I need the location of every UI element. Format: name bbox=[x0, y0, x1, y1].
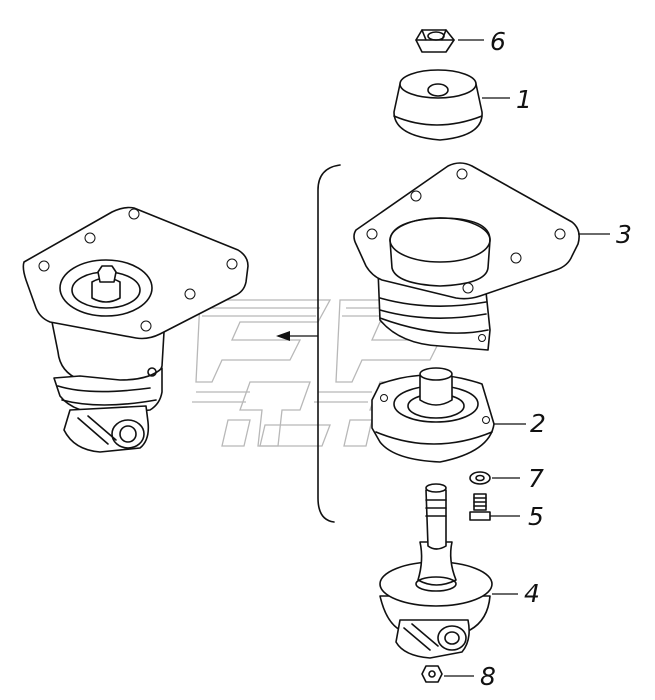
assembled-mount bbox=[22, 206, 249, 453]
callout-4: 4 bbox=[524, 579, 540, 608]
bushing bbox=[371, 367, 495, 463]
callout-8: 8 bbox=[480, 662, 496, 691]
pin-base bbox=[379, 483, 493, 659]
cap bbox=[393, 69, 483, 141]
nut bbox=[415, 29, 455, 53]
callout-3: 3 bbox=[616, 220, 632, 249]
bolt bbox=[469, 493, 491, 521]
leader-lines bbox=[444, 39, 610, 677]
assembly-bracket bbox=[276, 164, 341, 523]
callout-7: 7 bbox=[528, 464, 544, 493]
callout-1: 1 bbox=[516, 85, 532, 114]
callout-5: 5 bbox=[528, 502, 544, 531]
callout-6: 6 bbox=[490, 27, 506, 56]
callout-2: 2 bbox=[530, 409, 546, 438]
small-nut bbox=[421, 665, 443, 683]
washer bbox=[469, 471, 491, 485]
callout-labels: 6 1 3 2 7 5 4 8 bbox=[480, 27, 632, 691]
flange-plate bbox=[353, 162, 580, 351]
